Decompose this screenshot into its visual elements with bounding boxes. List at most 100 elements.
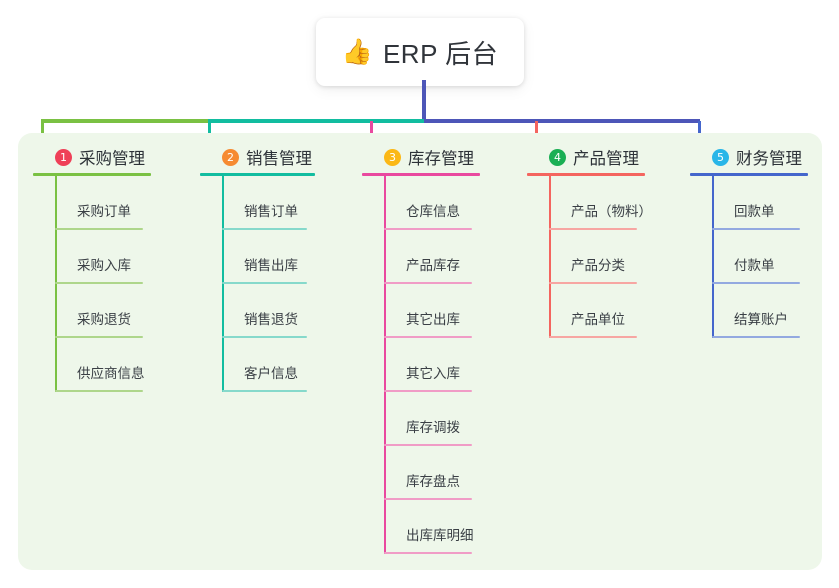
leaf-label: 采购订单 [77,204,131,219]
leaf-label: 产品（物料） [571,204,652,219]
leaf-item[interactable]: 结算账户 [712,284,808,338]
leaf-item[interactable]: 仓库信息 [384,176,480,230]
leaf-rule [222,336,307,338]
leaf-group-3: 仓库信息产品库存其它出库其它入库库存调拨库存盘点出库库明细 [384,176,480,554]
leaf-label: 产品库存 [406,258,460,273]
leaf-item[interactable]: 供应商信息 [55,338,151,392]
leaf-label: 库存调拨 [406,420,460,435]
column-title-3: 库存管理 [408,150,474,168]
leaf-rule [55,390,143,392]
column-badge-5: 5 [712,148,729,166]
leaf-item[interactable]: 采购入库 [55,230,151,284]
leaf-label: 采购入库 [77,258,131,273]
leaf-rule [712,336,800,338]
column-rule-3 [362,173,480,176]
column-header-3[interactable]: 3 库存管理 [362,145,480,169]
column-header-5[interactable]: 5 财务管理 [690,145,808,169]
leaf-label: 客户信息 [244,366,298,381]
leaf-item[interactable]: 销售退货 [222,284,315,338]
leaf-spine-3 [384,176,386,554]
column-4: 4 产品管理产品（物料） 产品分类产品单位 [527,145,652,338]
leaf-rule [55,336,143,338]
leaf-label: 产品分类 [571,258,625,273]
leaf-rule [712,282,800,284]
column-badge-1: 1 [55,148,72,166]
column-badge-3: 3 [384,148,401,166]
column-title-5: 财务管理 [736,150,802,168]
leaf-label: 销售订单 [244,204,298,219]
leaf-label: 其它出库 [406,312,460,327]
leaf-rule [384,390,472,392]
diagram-panel [18,133,822,570]
leaf-rule [549,282,637,284]
connector-bar-teal [208,119,426,123]
leaf-spine-2 [222,176,224,392]
leaf-item[interactable]: 付款单 [712,230,808,284]
leaf-item[interactable]: 出库库明细 [384,500,480,554]
leaf-item[interactable]: 销售订单 [222,176,315,230]
connector-bar-green [41,119,210,123]
thumbs-up-icon: 👍 [341,37,373,66]
column-title-2: 销售管理 [246,150,312,168]
column-1: 1 采购管理采购订单采购入库采购退货供应商信息 [33,145,151,392]
leaf-label: 结算账户 [734,312,788,327]
leaf-item[interactable]: 产品单位 [549,284,645,338]
leaf-label: 其它入库 [406,366,460,381]
leaf-rule [549,336,637,338]
leaf-spine-5 [712,176,714,338]
leaf-item[interactable]: 库存盘点 [384,446,480,500]
column-rule-4 [527,173,645,176]
leaf-spine-4 [549,176,551,338]
leaf-item[interactable]: 回款单 [712,176,808,230]
leaf-rule [222,390,307,392]
root-node[interactable]: 👍 ERP 后台 [316,18,524,86]
column-title-1: 采购管理 [79,150,145,168]
leaf-label: 回款单 [734,204,775,219]
column-header-1[interactable]: 1 采购管理 [33,145,151,169]
leaf-rule [222,228,307,230]
column-5: 5 财务管理回款单付款单结算账户 [690,145,808,338]
leaf-label: 出库库明细 [406,528,474,543]
leaf-item[interactable]: 采购退货 [55,284,151,338]
leaf-item[interactable]: 采购订单 [55,176,151,230]
leaf-label: 供应商信息 [77,366,145,381]
leaf-item[interactable]: 产品（物料） [549,176,652,230]
leaf-item[interactable]: 产品库存 [384,230,480,284]
leaf-rule [55,282,143,284]
leaf-rule [384,498,472,500]
connector-trunk [422,80,426,122]
leaf-spine-1 [55,176,57,392]
leaf-label: 仓库信息 [406,204,460,219]
leaf-label: 采购退货 [77,312,131,327]
leaf-rule [712,228,800,230]
leaf-group-1: 采购订单采购入库采购退货供应商信息 [55,176,151,392]
leaf-item[interactable]: 其它出库 [384,284,480,338]
leaf-item[interactable]: 客户信息 [222,338,315,392]
leaf-item[interactable]: 产品分类 [549,230,645,284]
leaf-rule [549,228,637,230]
column-rule-1 [33,173,151,176]
leaf-label: 库存盘点 [406,474,460,489]
leaf-label: 销售退货 [244,312,298,327]
leaf-rule [384,552,472,554]
leaf-rule [222,282,307,284]
leaf-label: 销售出库 [244,258,298,273]
column-rule-5 [690,173,808,176]
leaf-rule [384,228,472,230]
root-title: ERP 后台 [382,38,499,69]
column-title-4: 产品管理 [573,150,639,168]
column-header-4[interactable]: 4 产品管理 [527,145,645,169]
leaf-rule [55,228,143,230]
leaf-item[interactable]: 库存调拨 [384,392,480,446]
leaf-label: 产品单位 [571,312,625,327]
leaf-group-2: 销售订单销售出库销售退货客户信息 [222,176,315,392]
column-badge-4: 4 [549,148,566,166]
connector-bar-blue [424,119,700,123]
leaf-group-4: 产品（物料） 产品分类产品单位 [549,176,652,338]
leaf-rule [384,444,472,446]
leaf-item[interactable]: 其它入库 [384,338,480,392]
column-3: 3 库存管理仓库信息产品库存其它出库其它入库库存调拨库存盘点出库库明细 [362,145,480,554]
leaf-item[interactable]: 销售出库 [222,230,315,284]
